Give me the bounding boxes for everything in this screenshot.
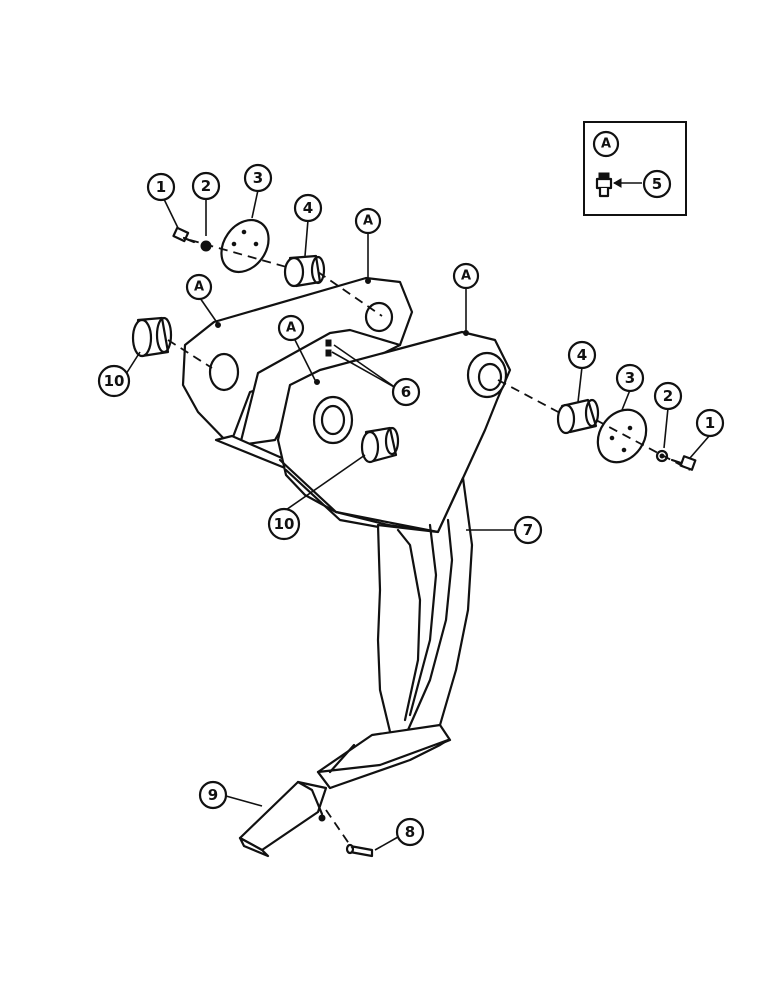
svg-text:1: 1 <box>705 414 715 432</box>
svg-text:3: 3 <box>253 169 263 187</box>
leader-lines <box>125 189 711 851</box>
svg-text:10: 10 <box>274 515 295 533</box>
svg-text:A: A <box>461 269 471 284</box>
callout-8: 8 <box>395 817 425 847</box>
svg-text:A: A <box>194 280 204 295</box>
svg-text:4: 4 <box>577 346 587 364</box>
right-bolt <box>670 455 697 471</box>
svg-text:6: 6 <box>401 383 411 401</box>
legend-box: A 5 <box>583 121 687 216</box>
grease-fittings-6 <box>325 339 332 357</box>
callout-a-right: A <box>452 262 480 290</box>
left-rear-bushing <box>131 316 173 358</box>
svg-text:9: 9 <box>208 786 218 804</box>
svg-text:A: A <box>363 214 373 229</box>
callout-4-left: 4 <box>293 193 323 223</box>
front-bushing <box>360 426 400 464</box>
svg-text:10: 10 <box>104 372 125 390</box>
callout-10-left: 10 <box>97 364 131 398</box>
ripper-tooth <box>238 780 328 858</box>
callout-9: 9 <box>198 780 228 810</box>
callout-a-top: A <box>354 207 382 235</box>
svg-text:2: 2 <box>663 387 673 405</box>
assembly-lines <box>167 239 691 849</box>
svg-text:A: A <box>286 321 296 336</box>
svg-text:4: 4 <box>303 199 313 217</box>
svg-text:8: 8 <box>405 823 415 841</box>
right-bushing <box>556 398 600 435</box>
ripper-mounting-frame <box>181 276 512 542</box>
callout-1-left: 1 <box>146 172 176 202</box>
callout-7: 7 <box>513 515 543 545</box>
callout-3-right: 3 <box>615 363 645 393</box>
left-bolt <box>172 226 196 244</box>
callout-a-left: A <box>185 273 213 301</box>
svg-text:3: 3 <box>625 369 635 387</box>
callout-4-right: 4 <box>567 340 597 370</box>
left-cover-plate <box>220 218 270 274</box>
svg-text:2: 2 <box>201 177 211 195</box>
svg-text:1: 1 <box>156 178 166 196</box>
legend-part-number: 5 <box>652 175 662 193</box>
callout-2-right: 2 <box>653 381 683 411</box>
callout-6: 6 <box>391 377 421 407</box>
callout-a-center: A <box>277 314 305 342</box>
callout-2-left: 2 <box>191 171 221 201</box>
callout-1-right: 1 <box>695 408 725 438</box>
left-bushing <box>283 254 326 288</box>
ripper-shank <box>316 476 474 790</box>
grease-fitting-icon <box>595 172 613 198</box>
legend-label: A <box>601 137 611 152</box>
svg-text:7: 7 <box>523 521 533 539</box>
callout-10-bottom: 10 <box>267 507 301 541</box>
tooth-pin <box>345 843 374 858</box>
callout-3-left: 3 <box>243 163 273 193</box>
